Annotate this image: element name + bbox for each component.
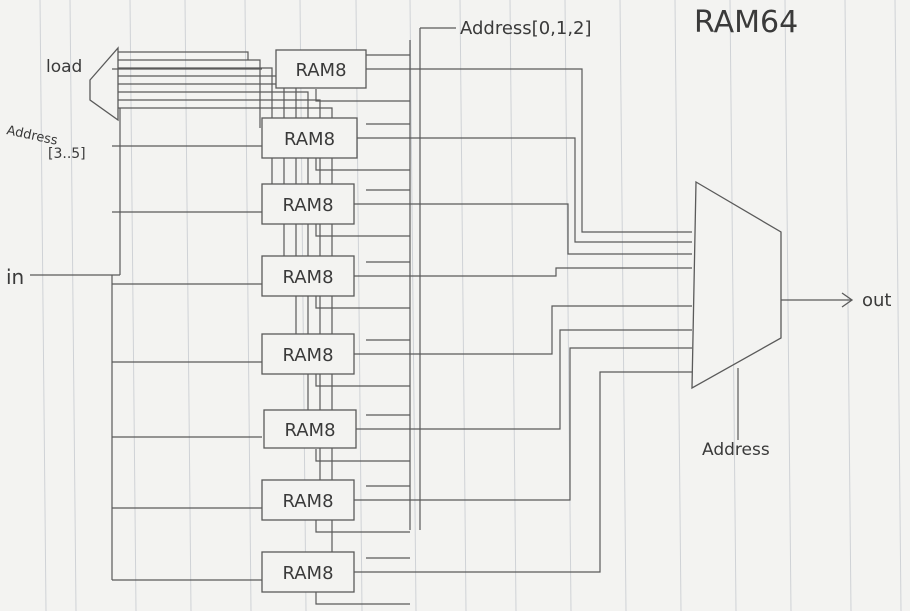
demux [89,46,119,122]
ram8-chip: RAM8 [261,551,355,593]
ram8-chip: RAM8 [263,409,357,449]
ram8-label: RAM8 [282,563,333,584]
wire [118,59,261,128]
address-in-range: [3..5] [48,146,86,162]
rule-line [459,0,467,611]
wire [315,449,410,462]
ram8-chip: RAM8 [261,183,355,225]
ram8-chip: RAM8 [261,333,355,375]
ram8-label: RAM8 [282,491,333,512]
wire [366,68,692,233]
ram8-box [261,183,355,225]
rule-line [844,0,852,611]
ram8-box [261,551,355,593]
rule-line [784,0,792,611]
wire [315,520,410,533]
wire [118,91,309,420]
address-bottom-label: Address [702,440,770,460]
rule-line [184,0,192,611]
wire [354,347,692,501]
out-arrow [781,292,854,308]
rule-line [69,0,77,611]
rule-line [509,0,517,611]
wire [118,67,273,200]
ram8-chip: RAM8 [261,479,355,521]
ram8-box [261,479,355,521]
wire [118,75,285,268]
rule-line [244,0,252,611]
rule-line [39,0,47,611]
wire [354,371,692,573]
wiring [30,27,739,605]
ram8-label: RAM8 [284,420,335,441]
wire [315,89,410,102]
rule-line [355,0,363,611]
wire [315,158,410,171]
ram8-label: RAM8 [295,60,346,81]
wire [357,137,692,243]
ram8-box [263,409,357,449]
rule-line [729,0,737,611]
rule-line [129,0,137,611]
wire [118,51,249,60]
rule-line [409,0,417,611]
wire [315,224,410,237]
out-label: out [862,290,891,311]
address-top-label: Address[0,1,2] [460,18,592,39]
ram8-chip: RAM8 [275,49,367,89]
mux [691,180,782,390]
in-label: in [6,265,24,289]
ram8-box [261,333,355,375]
ram8-label: RAM8 [282,195,333,216]
ram8-label: RAM8 [282,345,333,366]
wire [315,374,410,387]
ram8-box [261,255,355,297]
load-label: load [46,57,82,77]
address-in-label: Address [5,123,59,148]
wire [354,267,692,277]
ram8-label: RAM8 [284,129,335,150]
ram8-chip: RAM8 [261,255,355,297]
wire [354,305,692,355]
wire [315,296,410,309]
ram8-box [261,117,358,159]
ram8-label: RAM8 [282,267,333,288]
wire [354,203,692,255]
ram8-box [275,49,367,89]
wire [356,329,692,430]
ram8-chip: RAM8 [261,117,358,159]
rule-line [894,0,902,611]
title: RAM64 [694,5,798,40]
wire [315,592,410,605]
